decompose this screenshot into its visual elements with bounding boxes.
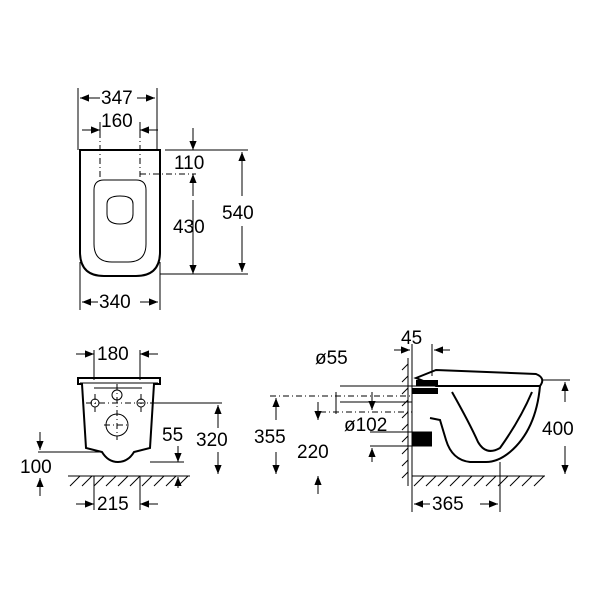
dim-front-fixing-height: 55 (162, 425, 183, 446)
dim-fixing-spacing: 160 (101, 111, 133, 132)
top-view-bowl-outline (79, 149, 161, 277)
dim-fixing-to-front: 430 (173, 217, 205, 238)
dim-side-inlet-diameter: ø55 (315, 348, 348, 369)
side-view-body (429, 385, 542, 463)
front-view-body (77, 377, 161, 464)
side-view: ø55 45 355 ø102 220 400 3 (254, 328, 574, 515)
dim-fixing-offset: 110 (174, 153, 204, 174)
front-view: 180 55 320 100 215 (20, 344, 228, 515)
dim-front-top-width: 180 (97, 344, 129, 365)
dim-side-outlet-center: 220 (297, 442, 329, 463)
dim-front-outlet-height: 100 (20, 457, 52, 478)
dim-front-total-height: 320 (196, 430, 228, 451)
side-view-bowl (451, 391, 533, 452)
dim-side-projection: 365 (432, 494, 464, 515)
dim-front-base-width: 215 (97, 494, 129, 515)
dim-overall-length: 540 (222, 203, 254, 224)
dim-side-inlet-height: 355 (254, 427, 286, 448)
dim-base-width: 340 (99, 292, 131, 313)
top-view: 347 160 110 430 540 340 (77, 88, 254, 313)
side-view-inlet-pipe (412, 388, 438, 394)
dim-side-seat-height: 400 (542, 419, 574, 440)
side-view-outlet-pipe (412, 432, 432, 446)
top-view-bowl-opening (106, 195, 134, 225)
dim-overall-width: 347 (101, 88, 133, 109)
dim-side-wall-offset: 45 (401, 328, 422, 349)
top-view-inner-rim (93, 179, 147, 263)
dim-side-outlet-diameter: ø102 (344, 415, 387, 436)
